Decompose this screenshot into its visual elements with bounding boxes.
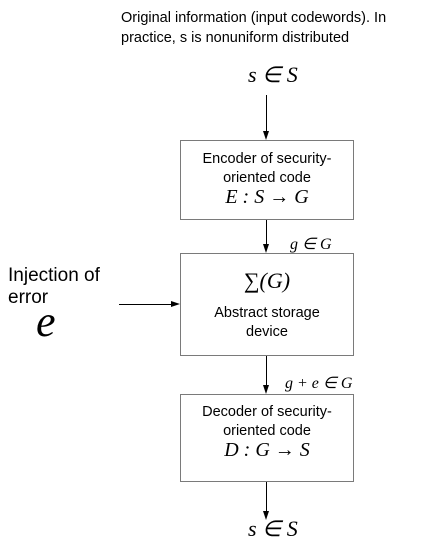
injection-line2: error [8, 287, 49, 308]
decoder-line1: Decoder of security- [202, 404, 332, 420]
label-g-in-g: g ∈ G [290, 236, 332, 253]
injection-line1: Injection of [8, 265, 100, 286]
storage-box: ∑(G) Abstract storage device [180, 253, 354, 356]
label-g-plus-e-in-g: g + e ∈ G [285, 375, 353, 392]
error-symbol: e [36, 297, 56, 346]
top-caption-line1: Original information (input codewords). … [121, 10, 387, 26]
arrow-head-encoder [263, 131, 269, 140]
top-caption-line2: practice, s is nonuniform distributed [121, 30, 350, 46]
arrow-head-storage [263, 244, 269, 253]
decoder-formula: D : G → S [224, 439, 310, 461]
arrow-head-injection [171, 301, 180, 307]
encoder-box: Encoder of security- oriented code E : S… [180, 140, 354, 220]
decoder-line2: oriented code [223, 423, 311, 439]
arrow-encoder-to-storage [266, 220, 267, 245]
arrow-head-decoder [263, 385, 269, 394]
encoder-formula: E : S → G [225, 186, 309, 208]
encoder-line1: Encoder of security- [202, 151, 332, 167]
decoder-box: Decoder of security- oriented code D : G… [180, 394, 354, 482]
encoder-line2: oriented code [223, 170, 311, 186]
input-symbol: s ∈ S [248, 62, 298, 87]
output-symbol: s ∈ S [248, 516, 298, 541]
storage-line2: device [246, 324, 288, 340]
arrow-head-output [263, 511, 269, 520]
arrow-decoder-to-output [266, 482, 267, 512]
storage-line1: Abstract storage [214, 305, 320, 321]
arrow-storage-to-decoder [266, 356, 267, 386]
storage-formula: ∑(G) [243, 268, 291, 293]
arrow-input-to-encoder [266, 95, 267, 132]
arrow-injection-to-storage [119, 304, 171, 305]
